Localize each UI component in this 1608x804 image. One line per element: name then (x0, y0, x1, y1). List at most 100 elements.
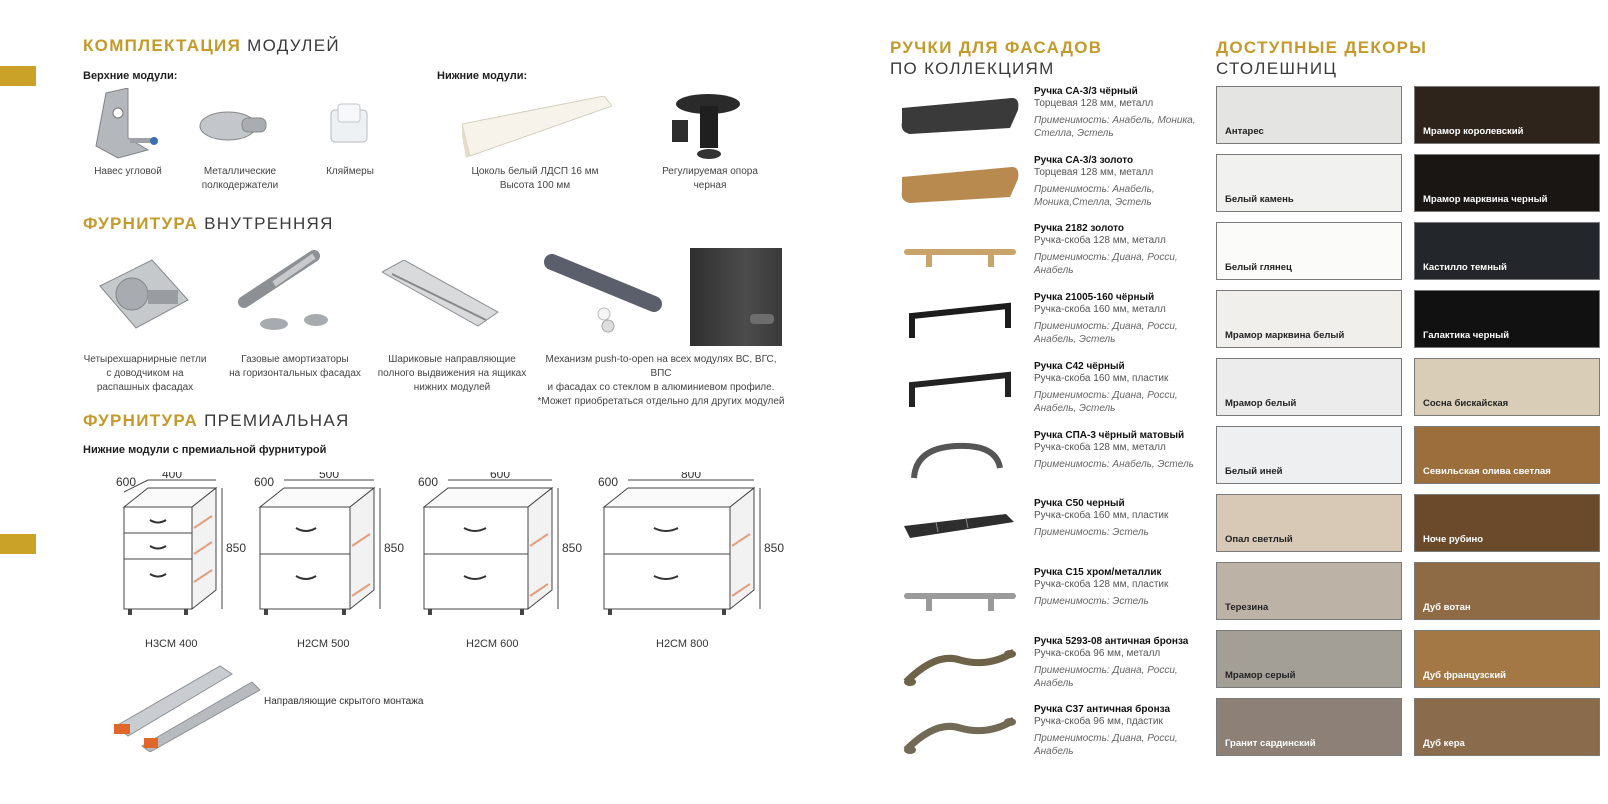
lower-modules-label: Нижние модули: (437, 70, 528, 82)
decor-name: Антарес (1225, 126, 1264, 137)
module-h2sm-600: 600 600 850 (418, 472, 582, 615)
dim-width: 600 (490, 472, 510, 481)
handle-applicability: Применимость: Диана, Росси, Анабель (1034, 733, 1178, 758)
rails-label: Направляющие скрытого монтажа (264, 696, 424, 707)
decor-swatch[interactable]: Галактика черный (1414, 290, 1600, 348)
handle-image (901, 98, 1019, 134)
upper-modules-label: Верхние модули: (83, 70, 178, 82)
module-h3sm-400: 400 600 850 (116, 472, 246, 615)
decor-name: Севильская олива светлая (1423, 466, 1551, 477)
clamp-image (330, 103, 368, 143)
handle-spec: Ручка-скоба 96 мм, пдастик (1034, 716, 1163, 728)
decor-name: Дуб кера (1423, 738, 1465, 749)
dim-depth: 600 (116, 475, 136, 489)
handle-applicability: Применимость: Анабель, Моника,Стелла, Эс… (1034, 183, 1155, 208)
decor-swatch[interactable]: Дуб вотан (1414, 562, 1600, 620)
decor-swatch[interactable]: Белый камень (1216, 154, 1402, 212)
plinth-image (462, 96, 612, 158)
premium-subtitle: Нижние модули с премиальной фурнитурой (83, 444, 327, 456)
decor-swatch[interactable]: Терезина (1216, 562, 1402, 620)
dim-height: 850 (384, 541, 404, 555)
decor-swatch[interactable]: Ноче рубино (1414, 494, 1600, 552)
handle-spec: Торцевая 128 мм, металл (1034, 166, 1154, 178)
decor-swatch[interactable]: Мрамор марквина черный (1414, 154, 1600, 212)
decor-name: Дуб вотан (1423, 602, 1471, 613)
kit-caption: Цоколь белый ЛДСП 16 мм Высота 100 мм (471, 166, 599, 191)
decor-swatch[interactable]: Мрамор марквина белый (1216, 290, 1402, 348)
decor-name: Белый глянец (1225, 262, 1292, 273)
decor-swatch[interactable]: Мрамор королевский (1414, 86, 1600, 144)
dim-height: 850 (226, 541, 246, 555)
decor-swatch[interactable]: Белый глянец (1216, 222, 1402, 280)
decor-name: Белый камень (1225, 194, 1294, 205)
kit-caption: Металлические полкодержатели (201, 166, 279, 191)
ball-slide-image (382, 260, 499, 327)
handle-image (904, 249, 1016, 268)
modules-drawing: 400 600 850 500 600 850 600 600 850 (116, 472, 784, 615)
decor-swatch[interactable]: Мрамор серый (1216, 630, 1402, 688)
module-label: Н2СМ 500 (297, 638, 350, 650)
handle-name: Ручка СПА-3 чёрный матовый (1034, 429, 1185, 441)
decor-swatch[interactable]: Сосна бискайская (1414, 358, 1600, 416)
decor-name: Мрамор королевский (1423, 126, 1524, 137)
decor-swatch[interactable]: Мрамор белый (1216, 358, 1402, 416)
adjustable-leg-image (672, 94, 740, 159)
push-to-open-image (544, 254, 662, 333)
decor-name: Кастилло темный (1423, 262, 1507, 273)
internal-caption: Четырехшарнирные петли с доводчиком на р… (83, 354, 207, 393)
concealed-rails-image (114, 665, 261, 752)
internal-caption: Шариковые направляющие полного выдвижени… (377, 354, 527, 393)
handle-spec: Торцевая 128 мм, металл (1034, 98, 1154, 109)
module-label: Н2СМ 600 (466, 638, 519, 650)
gas-strut-image (238, 250, 328, 330)
decor-name: Сосна бискайская (1423, 398, 1509, 409)
push-to-open-photo (690, 248, 782, 346)
handle-image (903, 717, 1016, 755)
handle-spec: Ручка-скоба 128 мм, пластик (1034, 578, 1169, 590)
handles-heading: РУЧКИ ДЛЯ ФАСАДОВ ПО КОЛЛЕКЦИЯМ (890, 38, 1103, 78)
handle-applicability: Применимость: Анабель, Эстель (1034, 458, 1194, 470)
handle-image (904, 592, 1016, 611)
decor-swatch[interactable]: Кастилло темный (1414, 222, 1600, 280)
decor-name: Галактика черный (1423, 330, 1510, 341)
handle-name: Ручка С15 хром/металлик (1034, 566, 1162, 578)
decor-name: Мрамор марквина белый (1225, 330, 1345, 341)
decor-name: Мрамор белый (1225, 398, 1297, 409)
decor-name: Ноче рубино (1423, 534, 1484, 545)
module-h2sm-800: 800 600 850 (598, 472, 784, 615)
decor-swatch[interactable]: Белый иней (1216, 426, 1402, 484)
decor-name: Мрамор серый (1225, 670, 1296, 681)
handle-image (903, 648, 1016, 686)
handle-spec: Ручка-скоба 160 мм, пластик (1034, 510, 1169, 522)
kit-caption: Навес угловой (94, 166, 162, 177)
module-label: Н2СМ 800 (656, 638, 709, 650)
handle-applicability: Применимость: Эстель (1034, 595, 1149, 607)
handle-applicability: Применимость: Диана, Росси, Анабель, Эст… (1034, 389, 1178, 414)
handle-spec: Ручка-скоба 128 мм, металл (1034, 441, 1166, 453)
module-h2sm-500: 500 600 850 (254, 472, 404, 615)
internal-caption: Механизм push-to-open на всех модулях ВС… (537, 354, 785, 407)
decor-name: Дуб французский (1423, 670, 1507, 681)
kit-caption: Регулируемая опора черная (662, 166, 758, 191)
module-label: Н3СМ 400 (145, 638, 198, 650)
handle-applicability: Применимость: Диана, Росси, Анабель, Эст… (1034, 321, 1178, 346)
gold-marker (0, 534, 36, 554)
decor-swatch[interactable]: Опал светлый (1216, 494, 1402, 552)
handle-name: Ручка СА-3/3 чёрный (1034, 86, 1138, 97)
decors-heading: ДОСТУПНЫЕ ДЕКОРЫ СТОЛЕШНИЦ (1216, 38, 1428, 78)
decor-swatch[interactable]: Гранит сардинский (1216, 698, 1402, 756)
decor-swatch[interactable]: Дуб французский (1414, 630, 1600, 688)
handle-applicability: Применимость: Эстель (1034, 527, 1149, 539)
handle-name: Ручка С37 античная бронза (1034, 704, 1171, 716)
decor-name: Опал светлый (1225, 534, 1293, 545)
decor-swatch[interactable]: Севильская олива светлая (1414, 426, 1600, 484)
decor-name: Гранит сардинский (1225, 738, 1316, 749)
handle-image (911, 442, 1003, 478)
decor-swatch[interactable]: Антарес (1216, 86, 1402, 144)
handle-name: Ручка 5293-08 античная бронза (1034, 635, 1189, 647)
handle-name: Ручка 2182 золото (1034, 223, 1124, 235)
handle-spec: Ручка-скоба 96 мм, металл (1034, 647, 1161, 659)
decor-swatch[interactable]: Дуб кера (1414, 698, 1600, 756)
decor-name: Терезина (1225, 602, 1269, 613)
handle-spec: Ручка-скоба 160 мм, металл (1034, 304, 1166, 316)
